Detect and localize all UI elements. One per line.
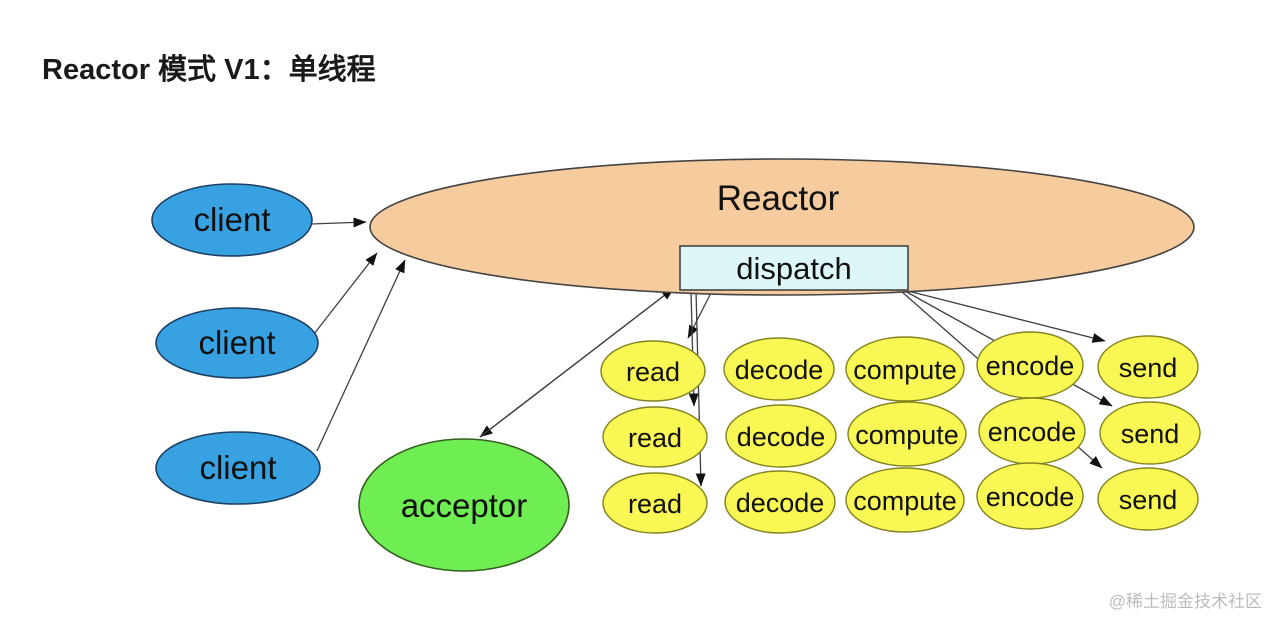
edge-client2-to-reactor <box>313 252 378 335</box>
stage-label: send <box>1119 485 1178 515</box>
edge-acceptor-to-dispatch <box>479 287 675 438</box>
dispatch-node: dispatch <box>679 245 909 291</box>
stage-label: compute <box>853 355 957 385</box>
stage-ellipse <box>845 336 965 402</box>
stage-node-row2-encode: encode <box>978 397 1086 465</box>
stage-label: compute <box>855 420 959 450</box>
pipeline-row-1: read decode compute encode send <box>600 331 1199 402</box>
edges <box>310 217 1113 487</box>
reactor-label: Reactor <box>717 179 840 218</box>
stage-node-row1-compute: compute <box>845 336 965 402</box>
client-ellipse-3 <box>155 431 321 505</box>
dispatch-box <box>679 245 909 291</box>
stage-ellipse <box>600 340 706 402</box>
stage-node-row2-compute: compute <box>847 401 967 467</box>
stage-label: encode <box>988 417 1077 447</box>
stage-ellipse <box>1097 467 1199 531</box>
stage-label: compute <box>853 486 957 516</box>
edge-client1-to-reactor <box>310 217 367 228</box>
stage-ellipse <box>845 467 965 533</box>
stage-node-row2-send: send <box>1099 401 1201 465</box>
stage-node-row1-read: read <box>600 340 706 402</box>
stage-ellipse <box>723 337 835 401</box>
stage-label: read <box>628 423 682 453</box>
pipeline-row-3: read decode compute encode send <box>602 462 1199 534</box>
stage-node-row1-send: send <box>1097 335 1199 399</box>
stage-ellipse <box>724 470 836 534</box>
client-ellipse-1 <box>151 183 313 257</box>
stage-node-row3-send: send <box>1097 467 1199 531</box>
client-label-2: client <box>198 324 275 361</box>
watermark: @稀土掘金技术社区 <box>1109 592 1262 611</box>
stage-label: encode <box>986 482 1075 512</box>
client-label-1: client <box>193 201 270 238</box>
client-ellipse-2 <box>155 307 319 379</box>
stage-label: send <box>1119 353 1178 383</box>
client-node-3: client <box>155 431 321 505</box>
reactor-node: Reactor <box>369 158 1195 296</box>
stage-node-row1-decode: decode <box>723 337 835 401</box>
stage-node-row3-encode: encode <box>976 462 1084 530</box>
stage-label: read <box>628 489 682 519</box>
stage-label: decode <box>735 355 824 385</box>
edge-client3-to-reactor <box>316 259 406 452</box>
stage-node-row3-decode: decode <box>724 470 836 534</box>
acceptor-label: acceptor <box>401 487 528 524</box>
edge-dispatch-to-send-row1 <box>907 290 1106 343</box>
reactor-ellipse <box>369 158 1195 296</box>
stage-ellipse <box>602 472 708 534</box>
stage-label: send <box>1121 419 1180 449</box>
stage-node-row2-read: read <box>602 406 708 468</box>
acceptor-ellipse <box>358 438 570 572</box>
stage-ellipse <box>602 406 708 468</box>
stage-ellipse <box>1099 401 1201 465</box>
stage-node-row3-read: read <box>602 472 708 534</box>
stage-label: decode <box>737 422 826 452</box>
dispatch-label: dispatch <box>736 251 851 286</box>
stage-node-row2-decode: decode <box>725 404 837 468</box>
stage-ellipse <box>725 404 837 468</box>
client-node-2: client <box>155 307 319 379</box>
acceptor-node: acceptor <box>358 438 570 572</box>
client-node-1: client <box>151 183 313 257</box>
stage-ellipse <box>847 401 967 467</box>
stage-label: encode <box>986 351 1075 381</box>
stage-label: decode <box>736 488 825 518</box>
stage-ellipse <box>976 462 1084 530</box>
stage-ellipse <box>1097 335 1199 399</box>
edge-dispatch-to-read-row3 <box>695 290 706 487</box>
stage-label: read <box>626 357 680 387</box>
client-label-3: client <box>199 449 276 486</box>
stage-node-row1-encode: encode <box>976 331 1084 399</box>
pipeline-row-2: read decode compute encode send <box>602 397 1201 468</box>
stage-node-row3-compute: compute <box>845 467 965 533</box>
page-title: Reactor 模式 V1：单线程 <box>42 53 376 86</box>
